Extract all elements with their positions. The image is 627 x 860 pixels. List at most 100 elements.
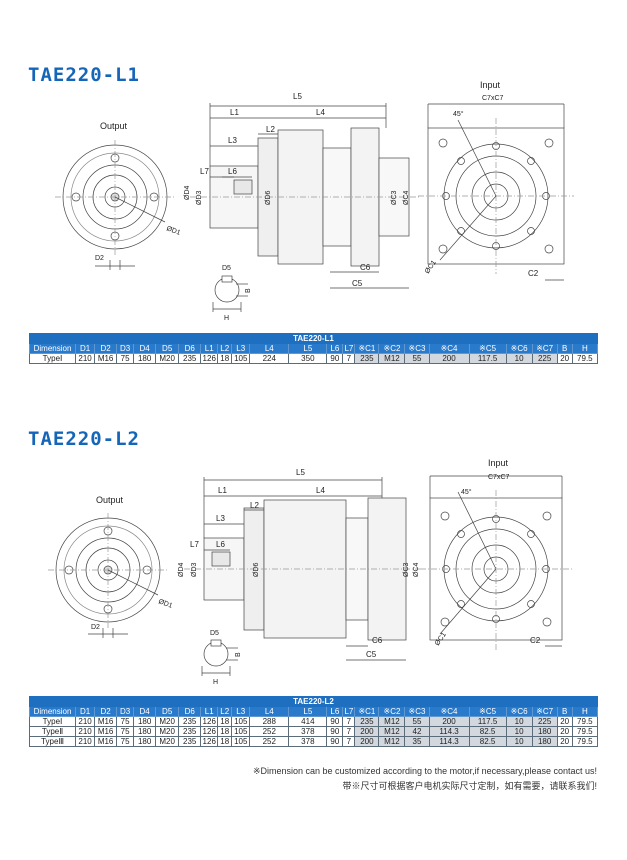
table-header-cell: L6 (326, 706, 344, 717)
row-type-label: TypeⅠ (28, 716, 77, 727)
svg-text:45°: 45° (461, 488, 472, 496)
table-header-cell: L4 (249, 343, 290, 354)
table-header-cell: ※C4 (428, 706, 470, 717)
table-cell: 105 (231, 736, 251, 747)
table-header-cell: L7 (342, 343, 356, 354)
svg-text:L1: L1 (230, 108, 239, 117)
svg-text:C2: C2 (530, 636, 541, 645)
table-header-cell: D4 (133, 706, 157, 717)
table-header-cell: D2 (94, 343, 118, 354)
table-cell: 117.5 (468, 716, 507, 727)
output-flange-view (55, 140, 175, 270)
table-cell: 79.5 (571, 716, 599, 727)
row-type-label: TypeⅡ (28, 726, 77, 737)
table-cell: 180 (133, 726, 157, 737)
svg-text:45°: 45° (453, 110, 464, 118)
footnote-zh: 带※尺寸可根据客户电机实际尺寸定制，如有需要，请联系我们! (342, 781, 597, 791)
svg-text:L2: L2 (266, 125, 275, 134)
svg-text:L3: L3 (228, 136, 237, 145)
svg-text:L5: L5 (296, 468, 305, 477)
table-cell: 126 (200, 716, 219, 727)
table-header-cell: B (556, 343, 573, 354)
svg-text:ØC3: ØC3 (403, 563, 410, 578)
table-cell: 414 (288, 716, 328, 727)
row-type-label: TypeⅠ (28, 353, 77, 364)
table-cell: M12 (378, 736, 406, 747)
table-header-cell: ※C2 (378, 706, 406, 717)
input-label: Input (488, 458, 509, 468)
table-cell: 90 (326, 353, 344, 364)
input-label: Input (480, 80, 501, 90)
table-header-cell: Dimension (28, 343, 77, 354)
table-header-cell: ※C5 (468, 343, 507, 354)
table-header-cell: ※C7 (531, 343, 558, 354)
table-cell: 90 (326, 736, 344, 747)
table-header-cell: D3 (116, 343, 135, 354)
table-cell: 75 (116, 726, 135, 737)
table-cell: 200 (428, 716, 470, 727)
output-flange-view (48, 513, 168, 638)
table-header-cell: B (556, 706, 573, 717)
technical-drawing-l2: Output ØD1 D2 L5 L1 L4 L3 L2 L7 L6 ØD4 Ø… (48, 458, 572, 686)
table-cell: 378 (288, 736, 328, 747)
svg-text:ØC4: ØC4 (413, 563, 420, 578)
svg-text:ØD4: ØD4 (178, 563, 185, 578)
svg-text:L1: L1 (218, 486, 227, 495)
table-cell: M16 (94, 716, 118, 727)
table-cell: 224 (249, 353, 290, 364)
table-cell: 235 (354, 353, 380, 364)
svg-text:ØD6: ØD6 (253, 563, 260, 578)
table-header-cell: H (571, 706, 599, 717)
key-section-view (201, 639, 238, 676)
table-cell: 200 (354, 736, 380, 747)
key-section-view (212, 275, 248, 312)
table-cell: 252 (249, 726, 290, 737)
table-cell: 235 (178, 736, 202, 747)
table-cell: 20 (556, 716, 573, 727)
svg-text:C7xC7: C7xC7 (482, 95, 504, 102)
table-cell: 75 (116, 353, 135, 364)
table-cell: 75 (116, 736, 135, 747)
table-cell: 235 (178, 716, 202, 727)
svg-text:C6: C6 (360, 263, 371, 272)
table-cell: M20 (155, 736, 180, 747)
table-cell: M16 (94, 736, 118, 747)
table-header-cell: ※C3 (404, 343, 430, 354)
table-cell: 180 (133, 716, 157, 727)
table-cell: 114.3 (428, 726, 470, 737)
table-cell: M16 (94, 353, 118, 364)
svg-text:L3: L3 (216, 514, 225, 523)
table-cell: 90 (326, 726, 344, 737)
row-type-label: TypeⅢ (28, 736, 77, 747)
table-cell: 210 (75, 726, 96, 737)
svg-text:D5: D5 (222, 265, 231, 272)
table-cell: 180 (531, 736, 558, 747)
table-cell: 350 (288, 353, 328, 364)
svg-text:D2: D2 (91, 624, 100, 631)
svg-text:D5: D5 (210, 630, 219, 637)
table-header-cell: Dimension (28, 706, 77, 717)
svg-text:B: B (235, 652, 242, 657)
table-cell: 7 (342, 353, 356, 364)
table-header-cell: L5 (288, 706, 328, 717)
svg-text:H: H (213, 679, 218, 686)
table-header-cell: D6 (178, 343, 202, 354)
table-header-cell: ※C2 (378, 343, 406, 354)
table-header-cell: D1 (75, 343, 96, 354)
svg-text:ØD4: ØD4 (184, 186, 191, 201)
svg-text:L4: L4 (316, 108, 325, 117)
svg-text:ØC3: ØC3 (391, 191, 398, 206)
table-cell: 105 (231, 716, 251, 727)
table-header-cell: L7 (342, 706, 356, 717)
table-header-cell: ※C7 (531, 706, 558, 717)
table-cell: 378 (288, 726, 328, 737)
table-cell: 210 (75, 716, 96, 727)
svg-text:L2: L2 (250, 501, 259, 510)
table-cell: 82.5 (468, 736, 507, 747)
table-cell: 18 (217, 716, 233, 727)
table-header-cell: L5 (288, 343, 328, 354)
svg-text:ØD1: ØD1 (157, 598, 173, 610)
table-header-cell: ※C5 (468, 706, 507, 717)
